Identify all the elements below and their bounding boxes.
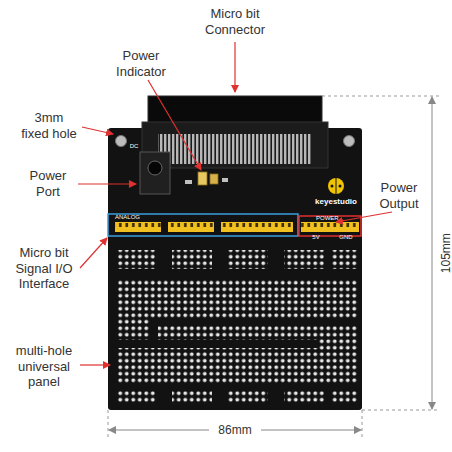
hole-rows	[172, 391, 212, 404]
pin-header	[168, 222, 214, 232]
leader-arrow	[234, 42, 235, 92]
dimension-label: 105mm	[439, 225, 452, 281]
callout-label: Micro bit Connector	[190, 6, 280, 37]
silkscreen-label: ANALOG	[115, 214, 155, 221]
logo-detail	[339, 185, 342, 188]
extension-line	[362, 410, 440, 411]
led	[185, 180, 192, 184]
fixed-hole	[344, 136, 355, 147]
pin-header-holes	[168, 222, 214, 232]
pin-header	[301, 222, 359, 232]
hole-rows	[172, 250, 212, 269]
pin-label: 5V	[308, 234, 324, 241]
leader-arrow	[82, 127, 113, 134]
extension-line	[362, 410, 363, 438]
leader-arrow	[336, 212, 392, 222]
callout-label: 3mm fixed hole	[20, 110, 78, 141]
connector-pins	[158, 134, 312, 164]
callout-label: multi-hole universal panel	[8, 343, 80, 390]
dimension-line	[432, 97, 433, 409]
panel-cutout	[114, 340, 319, 348]
pin-header-holes	[115, 222, 161, 232]
capacitor	[210, 174, 218, 184]
hole-rows	[284, 250, 324, 269]
capacitor	[198, 172, 207, 185]
fixed-hole	[116, 136, 127, 147]
hole-rows	[331, 391, 358, 404]
pin-header-holes	[301, 222, 359, 232]
callout-label: Power Port	[22, 168, 74, 199]
callout-label: Power Output	[370, 180, 428, 211]
panel-cutout	[150, 318, 360, 326]
extension-line	[322, 96, 440, 97]
callout-label: Power Indicator	[105, 48, 177, 79]
hole-rows	[331, 250, 358, 269]
resistor	[222, 178, 228, 182]
hole-rows	[116, 250, 156, 269]
panel-cutout	[150, 318, 158, 348]
pin-header	[221, 222, 293, 232]
leader-arrow	[80, 364, 110, 365]
leader-arrow	[78, 183, 136, 184]
logo-detail	[336, 178, 337, 194]
callout-label: Micro bit Signal I/O Interface	[8, 245, 80, 292]
extension-line	[108, 410, 109, 438]
hole-rows	[228, 391, 268, 404]
dimension-label: 86mm	[209, 423, 261, 437]
highlight-box	[108, 214, 298, 236]
brand-silkscreen: keyestudio	[306, 197, 366, 207]
dc-jack	[140, 152, 170, 194]
pin-label: GND	[336, 234, 356, 241]
silkscreen-label: POWER	[316, 215, 346, 222]
hole-grid	[117, 279, 358, 383]
pin-header	[115, 222, 161, 232]
hole-rows	[116, 391, 156, 404]
dc-jack-socket	[148, 161, 162, 175]
logo-detail	[331, 185, 334, 188]
leader-arrow	[148, 80, 201, 170]
logo	[328, 178, 344, 194]
leader-arrow	[80, 238, 107, 268]
hole-rows	[228, 250, 268, 269]
pcb	[108, 128, 362, 410]
hole-rows	[284, 391, 324, 404]
silkscreen-label: DC	[126, 143, 142, 150]
pin-header-holes	[221, 222, 293, 232]
